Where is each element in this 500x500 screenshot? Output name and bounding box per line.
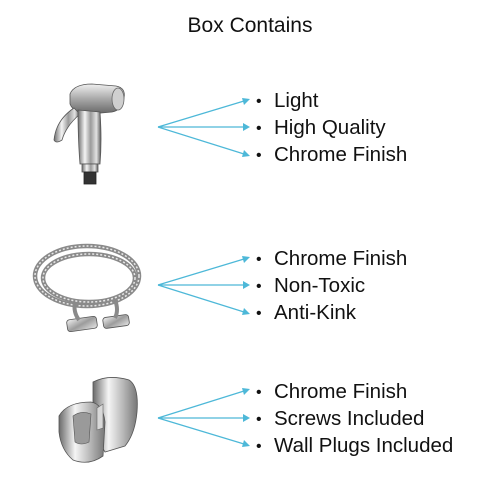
feature-list: •Chrome Finish •Non-Toxic •Anti-Kink [256, 245, 407, 326]
feature-item: •Anti-Kink [256, 299, 407, 326]
pointer-arrows [157, 98, 250, 157]
section-hand-sprayer: •Light •High Quality •Chrome Finish [0, 68, 500, 188]
feature-list: •Light •High Quality •Chrome Finish [256, 87, 407, 168]
feature-list: •Chrome Finish •Screws Included •Wall Pl… [256, 378, 453, 459]
section-wall-holder: •Chrome Finish •Screws Included •Wall Pl… [0, 358, 500, 478]
wall-holder-icon [58, 377, 138, 463]
bullet-icon: • [256, 384, 262, 401]
hand-sprayer-icon [53, 83, 125, 185]
feature-item: •Light [256, 87, 407, 114]
page-title: Box Contains [187, 14, 313, 37]
pointer-arrows [157, 256, 250, 315]
pointer-arrows [157, 388, 250, 447]
feature-item: •Chrome Finish [256, 378, 453, 405]
bullet-icon: • [256, 278, 262, 295]
feature-item: •High Quality [256, 114, 407, 141]
bullet-icon: • [256, 305, 262, 322]
bullet-icon: • [256, 93, 262, 110]
section-steel-hose: •Chrome Finish •Non-Toxic •Anti-Kink [0, 224, 500, 344]
feature-item: •Chrome Finish [256, 245, 407, 272]
feature-item: •Screws Included [256, 405, 453, 432]
feature-item: •Wall Plugs Included [256, 432, 453, 459]
bullet-icon: • [256, 411, 262, 428]
bullet-icon: • [256, 438, 262, 455]
steel-hose-icon [32, 243, 142, 333]
feature-item: •Chrome Finish [256, 141, 407, 168]
bullet-icon: • [256, 251, 262, 268]
bullet-icon: • [256, 120, 262, 137]
bullet-icon: • [256, 147, 262, 164]
feature-item: •Non-Toxic [256, 272, 407, 299]
